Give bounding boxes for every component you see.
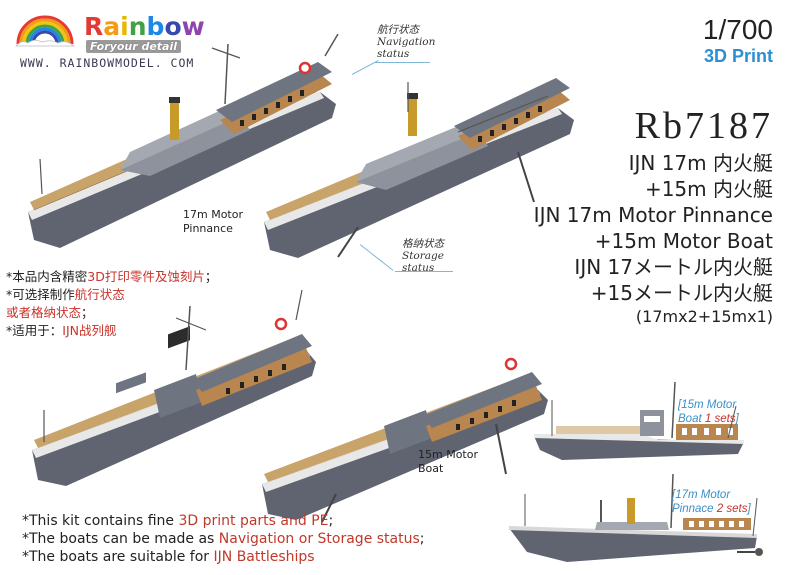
cn-note-text: *可选择制作 (6, 287, 75, 302)
brand-letter: o (164, 12, 182, 41)
en-note: *The boats are suitable for IJN Battlesh… (22, 548, 425, 566)
navigation-callout-line (375, 62, 430, 63)
storage-callout-line (395, 271, 453, 272)
pinnance-label-line1: 17m Motor (183, 208, 243, 221)
pinnance-storage-render (258, 52, 588, 262)
cn-note-text: ； (204, 269, 218, 284)
en-note-text: ; (419, 531, 425, 547)
storage-callout: 格纳状态 Storage status (402, 238, 444, 274)
en-note-highlight: Navigation or Storage status (218, 531, 420, 547)
chinese-notes: *本品内含精密3D打印零件及蚀刻片； *可选择制作航行状态 或者格纳状态； *适… (6, 268, 217, 340)
pinnace-side-label-line1: [17m Motor (672, 489, 731, 501)
cn-note-highlight: 3D打印零件及蚀刻片 (87, 269, 205, 284)
pinnance-label-line2: Pinnance (183, 222, 233, 235)
en-note-text: *The boats can be made as (22, 531, 219, 547)
en-note-text: ; (328, 513, 334, 529)
cn-note-text: *本品内含精密 (6, 269, 88, 284)
en-note: *The boats can be made as Navigation or … (22, 530, 425, 548)
cn-note: *本品内含精密3D打印零件及蚀刻片； (6, 268, 217, 286)
title-line: IJN 17m Motor Pinnance (533, 203, 773, 227)
motor-boat-label: 15m Motor Boat (418, 448, 478, 476)
side-label-text: ] (735, 413, 739, 425)
motor-boat-side-label-line2: Boat 1 sets] (678, 412, 739, 426)
en-note-text: *The boats are suitable for (22, 549, 214, 565)
navigation-callout-en2: status (377, 48, 410, 60)
brand-letter: R (84, 12, 104, 41)
set-count: 2 sets (716, 503, 748, 515)
motor-boat-navigation-render (26, 290, 316, 490)
brand-name: Rainbow (84, 12, 205, 41)
storage-callout-cn: 格纳状态 (402, 238, 444, 250)
pinnance-label: 17m Motor Pinnance (183, 208, 243, 236)
cn-note: *适用于：IJN战列舰 (6, 322, 217, 340)
contents-line: (17mx2+15mx1) (635, 307, 773, 326)
title-line: +15メートル内火艇 (590, 281, 773, 305)
brand-url[interactable]: WWW. RAINBOWMODEL. COM (20, 56, 195, 70)
pinnace-side-label: [17m Motor Pinnace 2 sets] (672, 488, 751, 516)
rainbow-logo-icon (14, 8, 76, 48)
motor-boat-label-line2: Boat (418, 462, 444, 475)
motor-boat-storage-render (256, 334, 556, 524)
side-label-text: ] (747, 503, 751, 515)
storage-callout-en1: Storage (402, 250, 444, 262)
side-label-text: Pinnace (672, 503, 717, 515)
cn-note-highlight: 或者格纳状态 (6, 305, 82, 320)
cn-note-text: ； (81, 305, 94, 320)
product-code: Rb7187 (634, 105, 773, 147)
motor-boat-side-view (532, 380, 747, 460)
cn-note: *可选择制作航行状态 (6, 286, 217, 304)
cn-note-text: *适用于： (6, 323, 63, 338)
brand-tagline: Foryour detail (86, 40, 182, 53)
product-titles: IJN 17m 内火艇 +15m 内火艇 IJN 17m Motor Pinna… (534, 150, 773, 328)
cn-note: 或者格纳状态； (6, 304, 217, 322)
cn-note-highlight: IJN战列舰 (62, 323, 117, 338)
brand-letter: b (146, 12, 165, 41)
pinnace-side-label-line2: Pinnace 2 sets] (672, 502, 751, 516)
english-notes: *This kit contains fine 3D print parts a… (22, 512, 425, 566)
brand-letter: n (128, 12, 147, 41)
motor-boat-side-label-line1: [15m Motor (678, 399, 737, 411)
title-line: +15m 内火艇 (644, 177, 773, 201)
motor-boat-side-label: [15m Motor Boat 1 sets] (678, 398, 739, 426)
en-note-highlight: IJN Battleships (213, 549, 315, 565)
navigation-callout-en1: Navigation (377, 36, 436, 48)
title-line: IJN 17m 内火艇 (628, 151, 773, 175)
title-line: IJN 17メートル内火艇 (574, 255, 773, 279)
storage-callout-en2: status (402, 262, 435, 274)
navigation-callout: 航行状态 Navigation status (377, 24, 435, 60)
cn-note-highlight: 航行状态 (74, 287, 125, 302)
print-type-label: 3D Print (703, 46, 773, 66)
set-count: 1 sets (704, 413, 736, 425)
brand-letter: a (103, 12, 121, 41)
title-line: +15m Motor Boat (594, 229, 773, 253)
brand-letter: w (181, 12, 205, 41)
brand-letter: i (120, 12, 129, 41)
en-note: *This kit contains fine 3D print parts a… (22, 512, 425, 530)
navigation-callout-cn: 航行状态 (377, 24, 419, 36)
scale-label: 1/700 (702, 14, 773, 45)
side-label-text: Boat (678, 413, 705, 425)
pinnance-navigation-render (20, 34, 340, 249)
en-note-highlight: 3D print parts and PE (178, 513, 329, 529)
pinnace-side-view (507, 472, 767, 572)
motor-boat-label-line1: 15m Motor (418, 448, 478, 461)
en-note-text: *This kit contains fine (22, 513, 179, 529)
